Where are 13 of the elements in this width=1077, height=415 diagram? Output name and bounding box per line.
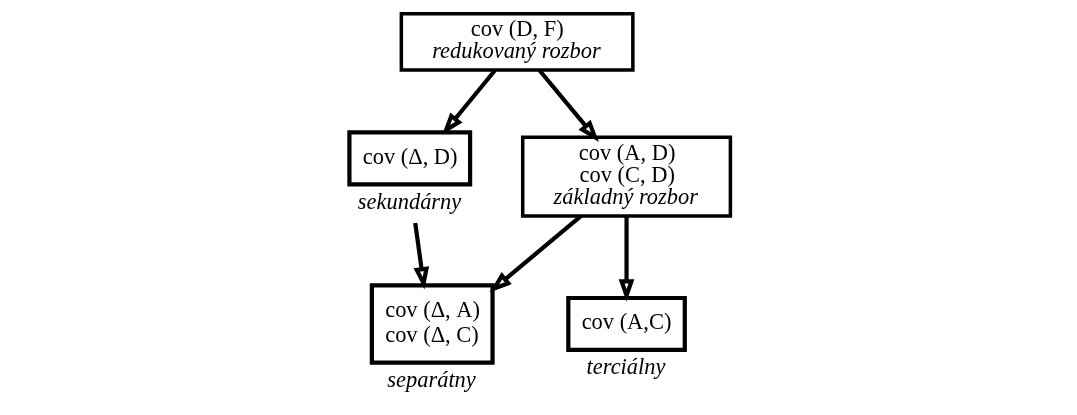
- node-box: cov (Δ, D): [347, 130, 473, 187]
- arrow: [618, 216, 635, 302]
- arrow: [537, 68, 599, 142]
- node-box: cov (Δ, A) cov (Δ, C): [369, 283, 495, 365]
- arrow: [442, 68, 497, 135]
- node-label: terciálny: [586, 354, 666, 380]
- node-box: cov (A,C): [566, 295, 687, 353]
- node-label: sekundárny: [357, 188, 462, 214]
- node-box: cov (D, F) redukovaný rozbor: [399, 12, 635, 72]
- node-box: cov (A, D) cov (C, D) základný rozbor: [520, 135, 733, 218]
- node-label: separátny: [387, 366, 476, 392]
- arrow: [413, 222, 430, 290]
- arrow: [489, 214, 583, 293]
